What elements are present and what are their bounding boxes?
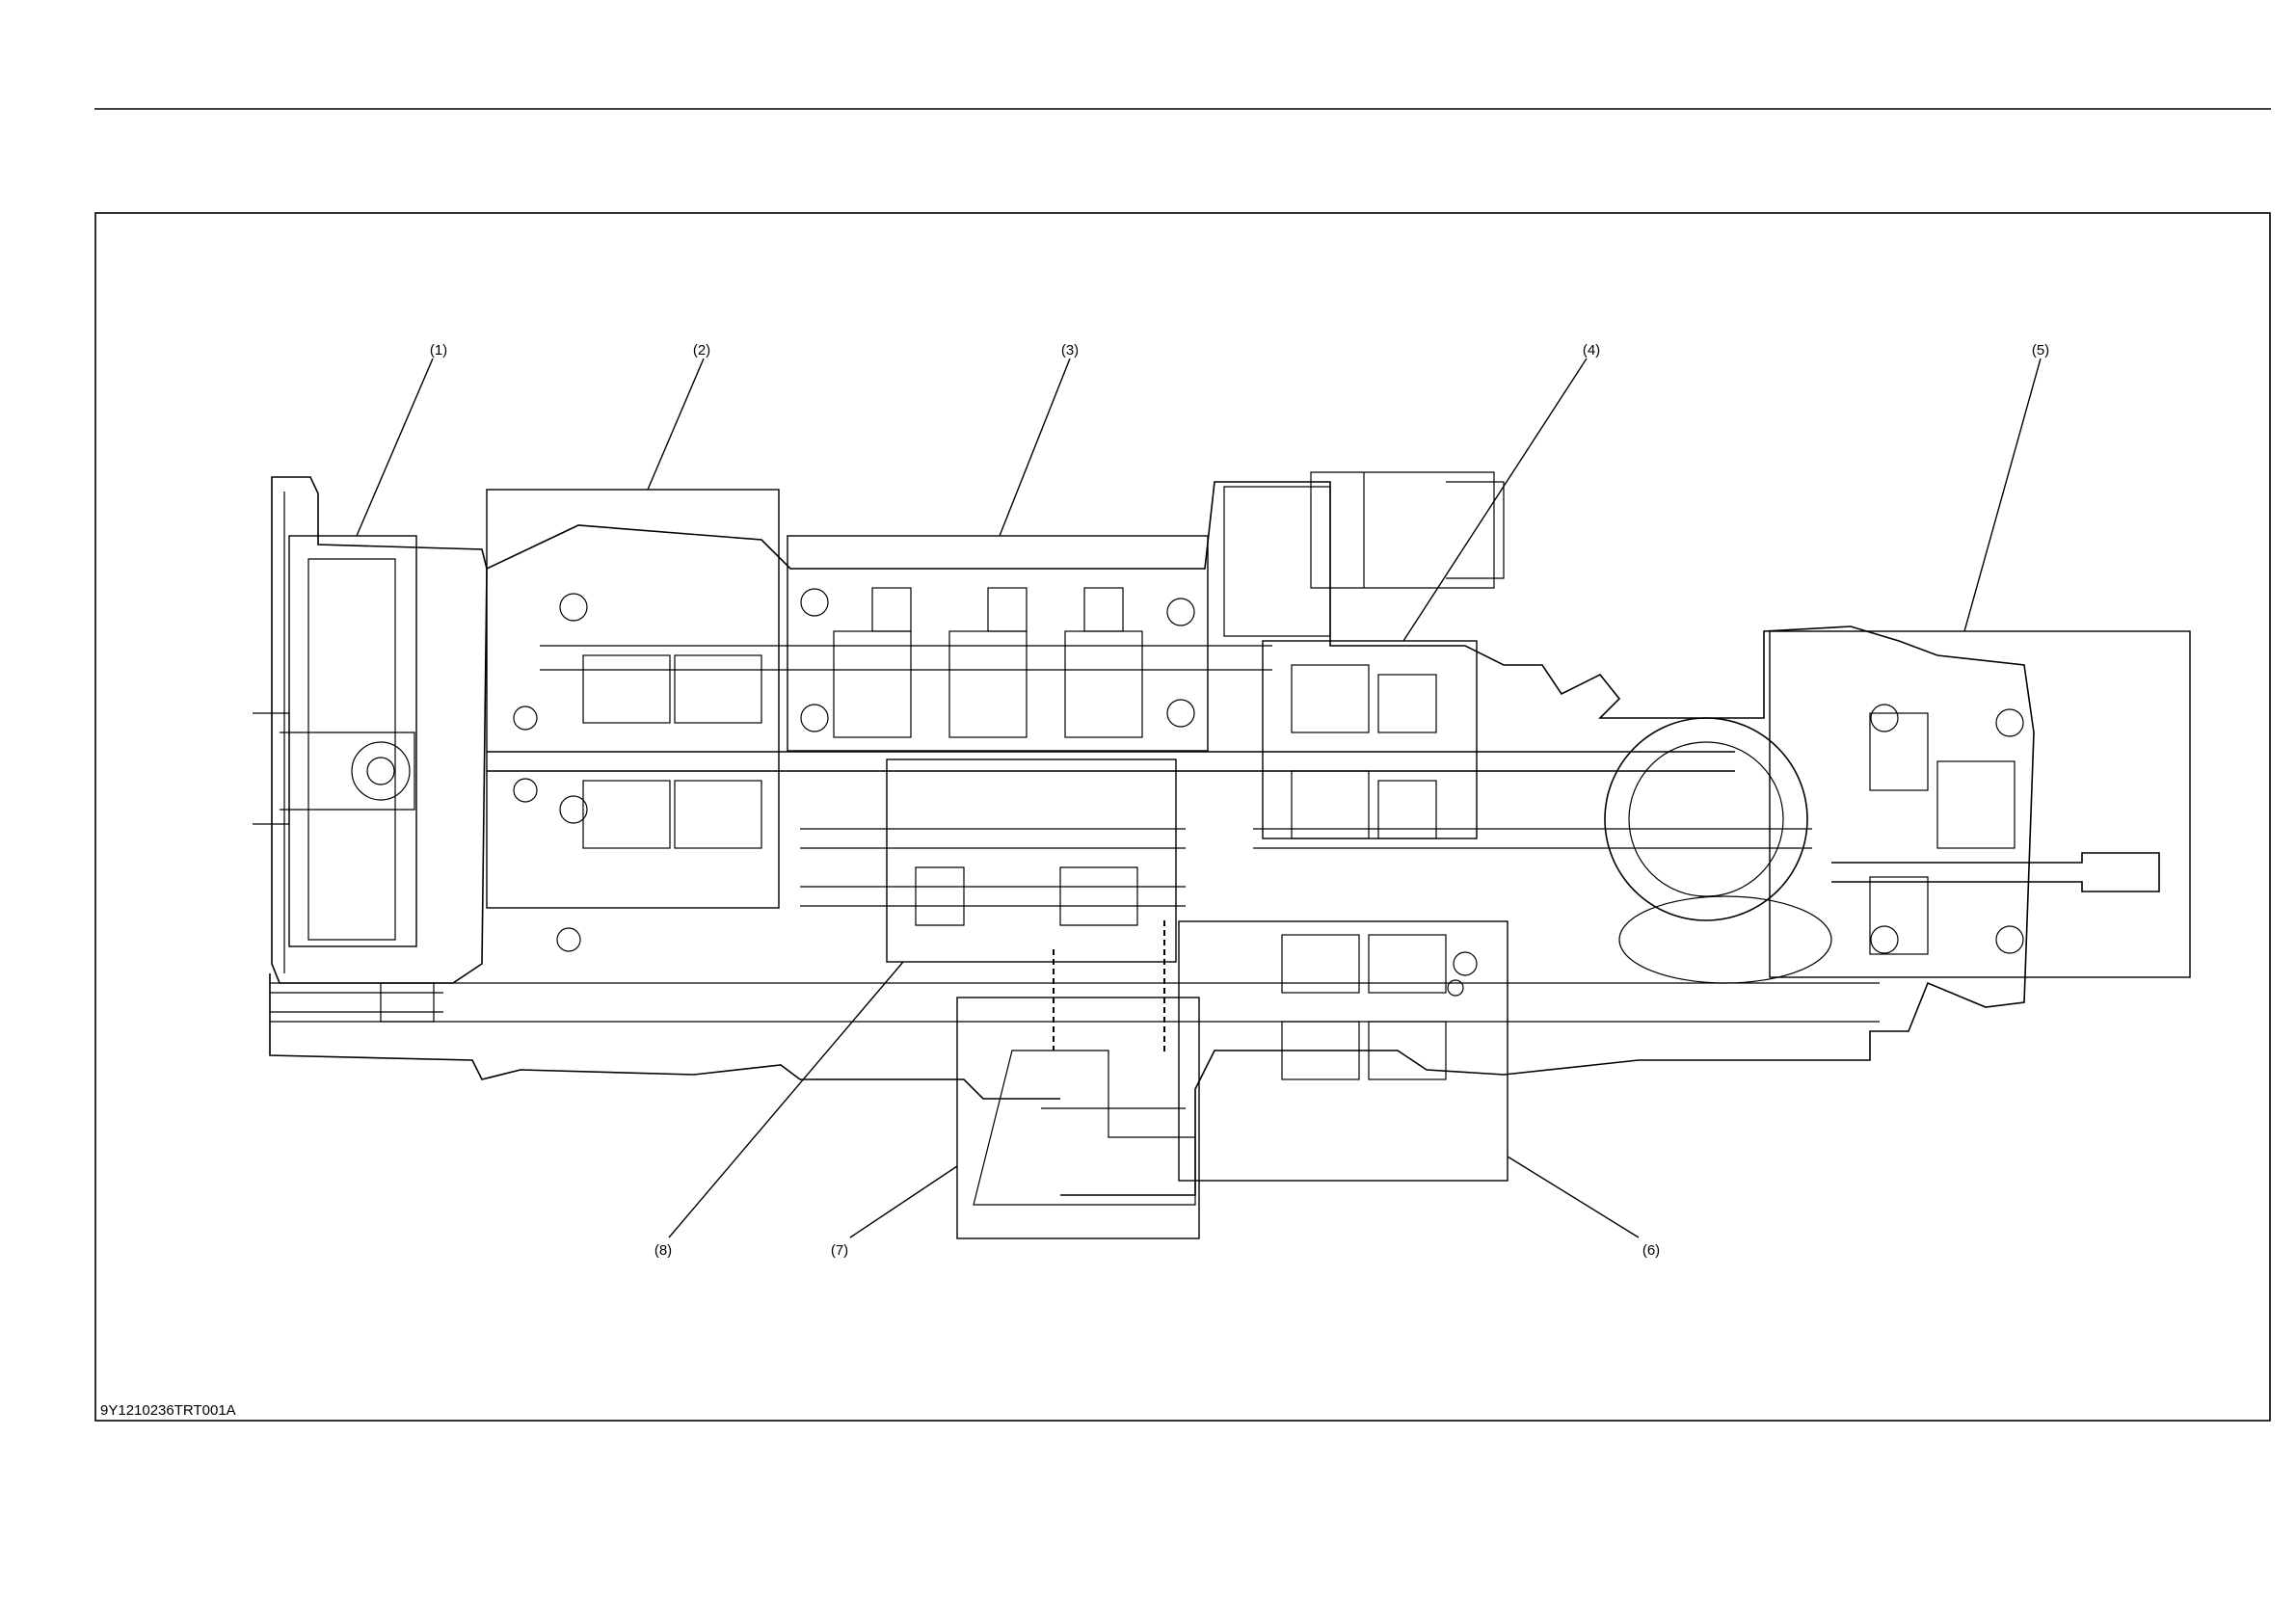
callout-7: (7) [831, 1242, 848, 1259]
leader-8 [669, 962, 903, 1237]
transmission-case [253, 472, 2159, 1205]
region-box-8 [887, 759, 1176, 962]
callout-8: (8) [654, 1242, 672, 1259]
leader-6 [1508, 1157, 1639, 1237]
leader-3 [1000, 359, 1070, 536]
region-box-4 [1263, 641, 1477, 838]
leader-2 [648, 359, 704, 490]
callout-labels: (1) (2) (3) (4) (5) (6) (7) (8) [430, 342, 2049, 1259]
callout-3: (3) [1061, 342, 1079, 359]
callout-4: (4) [1583, 342, 1600, 359]
region-box-7 [957, 998, 1199, 1238]
leader-5 [1964, 359, 2041, 631]
callout-2: (2) [693, 342, 710, 359]
region-box-5 [1770, 631, 2190, 977]
leader-4 [1403, 359, 1587, 641]
figure-frame [95, 213, 2270, 1421]
leader-1 [357, 359, 433, 536]
callout-boxes [289, 490, 2190, 1238]
leader-7 [850, 1166, 957, 1237]
callout-5: (5) [2032, 342, 2049, 359]
callout-6: (6) [1642, 1242, 1660, 1259]
callout-1: (1) [430, 342, 447, 359]
region-box-2 [487, 490, 779, 908]
figure-code: 9Y1210236TRT001A [100, 1402, 236, 1419]
